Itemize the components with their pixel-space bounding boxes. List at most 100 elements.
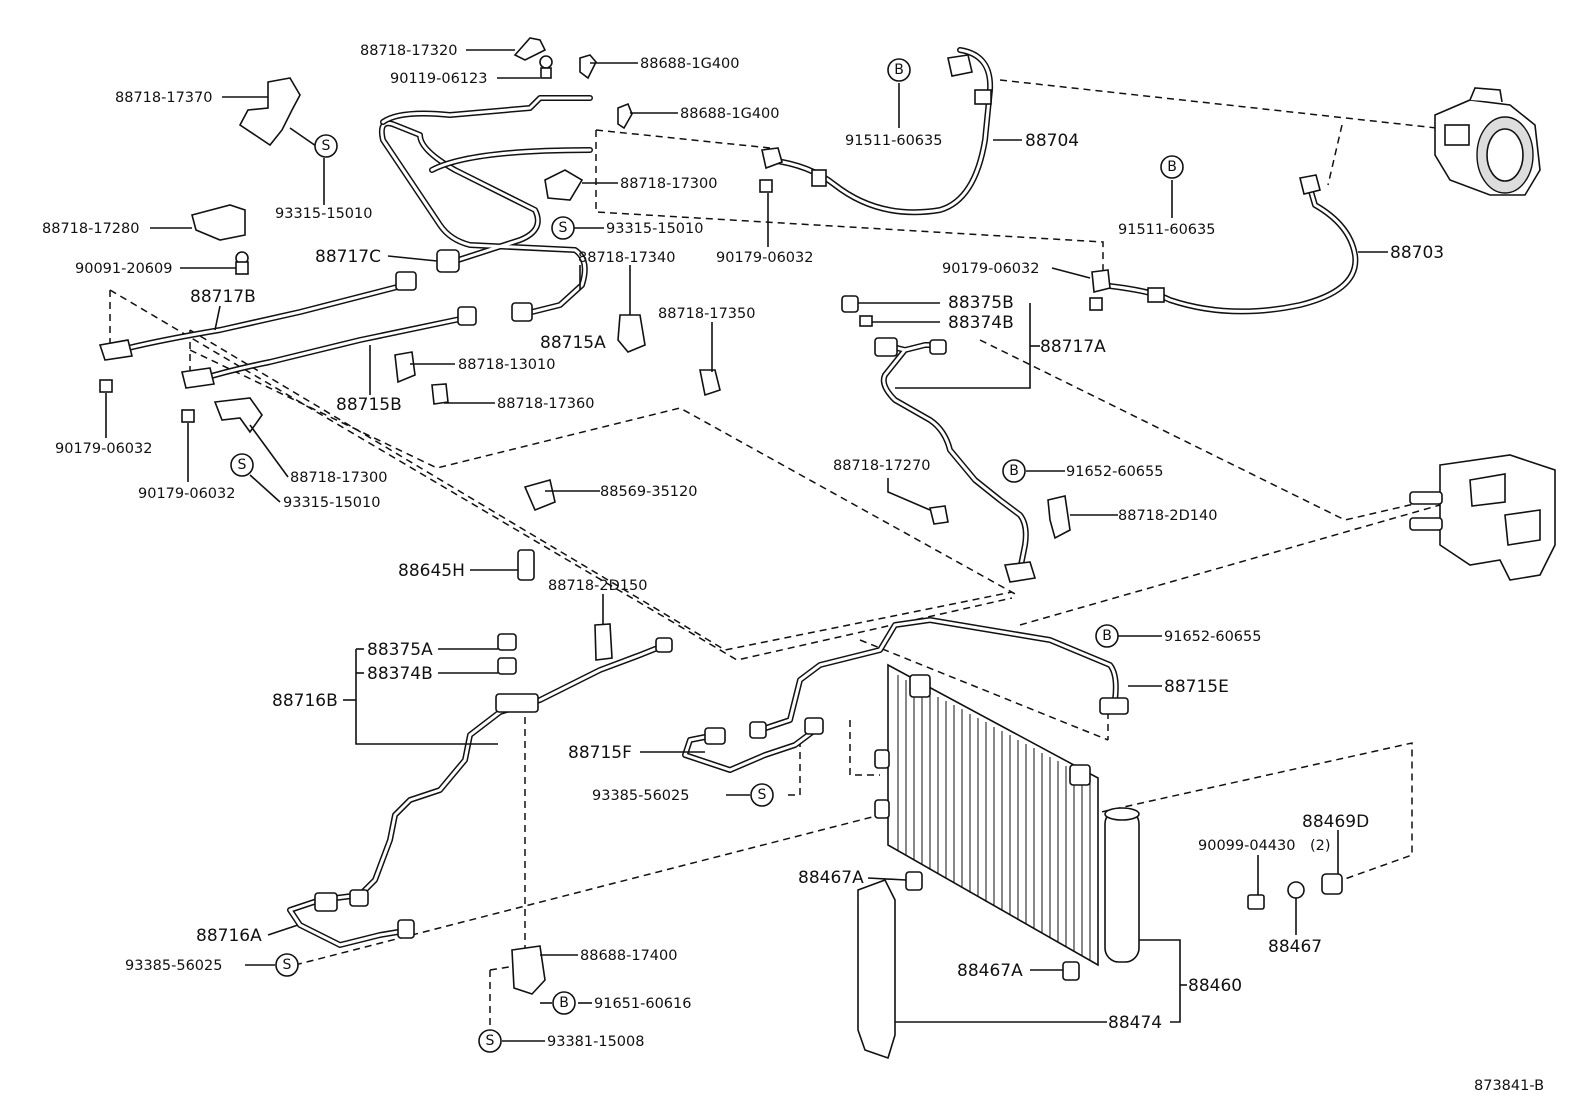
label-88715B: 88715B <box>336 395 402 415</box>
label-88717C: 88717C <box>315 247 381 267</box>
clamp-88718-13010-icon <box>394 351 416 384</box>
label-88467: 88467 <box>1268 937 1322 957</box>
label-88717A: 88717A <box>1040 337 1106 357</box>
nut-90179-06032b-icon <box>181 409 195 423</box>
label-91652-60655-b: 91652-60655 <box>1164 629 1262 645</box>
label-88569-35120: 88569-35120 <box>600 484 698 500</box>
bolt-90119-06123-icon <box>539 55 553 69</box>
label-88718-17270: 88718-17270 <box>833 458 931 474</box>
label-88715A: 88715A <box>540 333 606 353</box>
clip-88688-1G400b-icon <box>617 102 633 130</box>
bracket-88688-17400-icon <box>511 945 546 995</box>
cushion-88467A-bottom-icon <box>1062 961 1080 981</box>
clip-88718-2D150-icon <box>594 623 613 661</box>
label-91652-60655-a: 91652-60655 <box>1066 464 1164 480</box>
receiver-tank-icon <box>1104 809 1140 963</box>
label-88375A: 88375A <box>367 640 433 660</box>
label-88688-1G400-b: 88688-1G400 <box>680 106 780 122</box>
clamp-88718-17320-icon <box>513 37 547 61</box>
label-93381-15008: 93381-15008 <box>547 1034 645 1050</box>
clamp-88569-35120-icon <box>523 479 556 512</box>
svg-text:B: B <box>894 62 904 78</box>
label-88688-17400: 88688-17400 <box>580 948 678 964</box>
label-88704: 88704 <box>1025 131 1079 151</box>
label-88469D: 88469D <box>1302 812 1369 832</box>
bracket-88718-17370-icon <box>238 77 301 147</box>
label-90091-20609: 90091-20609 <box>75 261 173 277</box>
label-88375B: 88375B <box>948 293 1014 313</box>
label-88718-17300-b: 88718-17300 <box>290 470 388 486</box>
clip-88718-17350-icon <box>699 369 721 397</box>
oring-88374B-bottom-icon <box>497 657 517 675</box>
condenser-88460-icon <box>874 663 1140 967</box>
leader-lines <box>105 49 1388 1042</box>
label-90119-06123: 90119-06123 <box>390 71 488 87</box>
label-88718-2D150: 88718-2D150 <box>548 578 647 594</box>
drawing-number: 873841-B <box>1474 1078 1544 1094</box>
svg-text:B: B <box>1009 463 1019 479</box>
label-88718-17300-a: 88718-17300 <box>620 176 718 192</box>
marker-s-6: S <box>478 1029 502 1053</box>
label-88718-17280: 88718-17280 <box>42 221 140 237</box>
label-90179-06032-b: 90179-06032 <box>138 486 236 502</box>
label-88718-17370: 88718-17370 <box>115 90 213 106</box>
marker-s-5: S <box>275 953 299 977</box>
label-88703: 88703 <box>1390 243 1444 263</box>
label-88716A: 88716A <box>196 926 262 946</box>
label-88645H: 88645H <box>398 561 465 581</box>
bolt-90099-04430-icon <box>1247 894 1265 910</box>
label-93315-15010-a: 93315-15010 <box>275 206 373 222</box>
label-88467A-bottom: 88467A <box>957 961 1023 981</box>
label-88715E: 88715E <box>1164 677 1229 697</box>
clip-88688-1G400a-icon <box>579 54 597 80</box>
evaporator-unit-icon <box>1409 454 1556 581</box>
clamp-88718-17340-icon <box>617 314 646 353</box>
clamp-88718-2D140-icon <box>1047 495 1071 540</box>
bracket-88718-17280-icon <box>191 204 246 241</box>
label-90099-04430: 90099-04430 <box>1198 838 1296 854</box>
svg-text:S: S <box>559 220 568 236</box>
valve-88375B-icon <box>841 295 859 313</box>
label-91651-60616: 91651-60616 <box>594 996 692 1012</box>
valve-88375A-icon <box>497 633 517 651</box>
svg-text:S: S <box>238 457 247 473</box>
label-88718-2D140: 88718-2D140 <box>1118 508 1217 524</box>
label-93315-15010-b: 93315-15010 <box>606 221 704 237</box>
clamp-88718-17300b-icon <box>213 397 263 434</box>
label-88717B: 88717B <box>190 287 256 307</box>
marker-s-3: S <box>230 453 254 477</box>
marker-b-3: B <box>1002 459 1026 483</box>
label-88374B-bottom: 88374B <box>367 664 433 684</box>
marker-b-1: B <box>887 58 911 82</box>
label-88715F: 88715F <box>568 743 632 763</box>
label-qty-2: (2) <box>1310 838 1331 854</box>
label-88716B: 88716B <box>272 691 338 711</box>
label-88718-17340: 88718-17340 <box>578 250 676 266</box>
label-93385-56025-b: 93385-56025 <box>125 958 223 974</box>
label-91511-60635-b: 91511-60635 <box>1118 222 1216 238</box>
nut-90179-06032c-icon <box>759 179 773 193</box>
label-88718-17360: 88718-17360 <box>497 396 595 412</box>
oring-88374B-icon <box>859 315 873 327</box>
clip-88718-17360-icon <box>431 383 449 405</box>
label-88474: 88474 <box>1108 1013 1162 1033</box>
label-88718-17320: 88718-17320 <box>360 43 458 59</box>
clamp-88718-17300a-icon <box>544 169 584 201</box>
label-88467A-top: 88467A <box>798 868 864 888</box>
clip-88718-17270-icon <box>929 505 949 525</box>
cushion-88469D-icon <box>1321 873 1343 895</box>
nut-90179-06032d-icon <box>1089 297 1103 311</box>
marker-s-2: S <box>551 216 575 240</box>
svg-text:B: B <box>1102 628 1112 644</box>
marker-b-2: B <box>1160 155 1184 179</box>
label-90179-06032-d: 90179-06032 <box>942 261 1040 277</box>
label-93315-15010-c: 93315-15010 <box>283 495 381 511</box>
svg-text:B: B <box>559 995 569 1011</box>
svg-text:S: S <box>322 138 331 154</box>
label-88374B-top: 88374B <box>948 313 1014 333</box>
svg-text:S: S <box>283 957 292 973</box>
washer-88467-icon <box>1287 881 1305 899</box>
marker-b-5: B <box>552 991 576 1015</box>
